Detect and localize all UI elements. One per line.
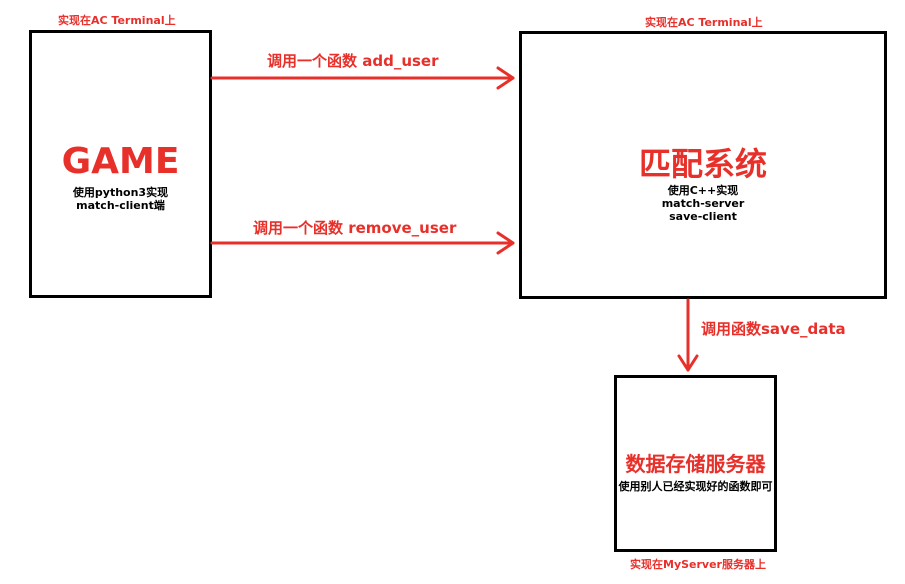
match-desc-server: match-server [661,197,745,211]
storage-location-note: 实现在MyServer服务器上 [630,558,766,571]
save-data-label: 调用函数save_data [701,320,846,338]
match-location-note: 实现在AC Terminal上 [645,16,763,29]
match-title: 匹配系统 [638,145,767,183]
game-title: GAME [61,141,180,182]
storage-desc: 使用别人已经实现好的函数即可 [618,480,773,493]
save-data-arrow [677,298,699,372]
match-desc-lang: 使用C++实现 [667,184,739,197]
game-box: GAME 使用python3实现 match-client端 [29,30,212,298]
storage-server-box: 数据存储服务器 使用别人已经实现好的函数即可 [614,375,777,552]
storage-title: 数据存储服务器 [625,452,766,476]
remove-user-label: 调用一个函数 remove_user [253,219,457,237]
game-location-note: 实现在AC Terminal上 [58,14,176,27]
game-desc-role: match-client端 [76,199,165,213]
match-system-box: 匹配系统 使用C++实现 match-server save-client [519,31,887,299]
game-desc-lang: 使用python3实现 [72,186,169,199]
match-desc-client: save-client [669,210,737,224]
add-user-arrow [210,66,515,90]
remove-user-arrow [210,231,515,255]
add-user-label: 调用一个函数 add_user [267,52,439,70]
